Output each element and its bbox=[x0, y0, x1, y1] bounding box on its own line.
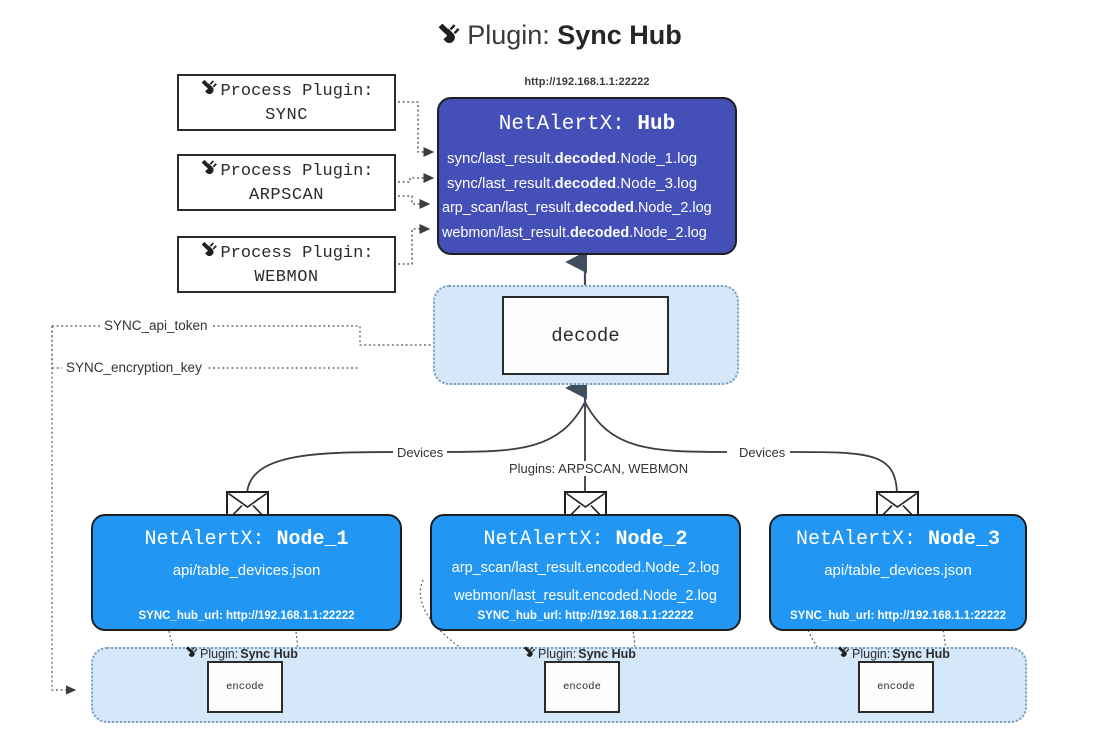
title-name: Sync Hub bbox=[557, 20, 682, 50]
process-plugin-webmon[interactable]: Process Plugin: WEBMON bbox=[177, 236, 396, 293]
process-plugin-label: Process Plugin: bbox=[220, 243, 374, 263]
encode-box-2[interactable]: encode bbox=[544, 661, 620, 713]
node-2[interactable]: NetAlertX: Node_2 arp_scan/last_result.e… bbox=[430, 514, 741, 631]
node-name: Node_3 bbox=[928, 528, 1001, 551]
hub-log-list: sync/last_result.decoded.Node_1.log sync… bbox=[439, 146, 735, 246]
node-hub-url: SYNC_hub_url: http://192.168.1.1:22222 bbox=[789, 610, 1007, 622]
plug-icon bbox=[184, 645, 198, 662]
hub-app: NetAlertX: bbox=[498, 113, 625, 136]
node-name: Node_2 bbox=[615, 528, 688, 551]
process-plugin-arpscan[interactable]: Process Plugin: ARPSCAN bbox=[177, 154, 396, 211]
plug-icon bbox=[199, 158, 218, 185]
node-hub-url: SYNC_hub_url: http://192.168.1.1:22222 bbox=[138, 610, 355, 622]
page-title: Plugin: Sync Hub bbox=[0, 18, 1117, 55]
edge-label-devices-left: Devices bbox=[393, 445, 448, 460]
process-plugin-label: Process Plugin: bbox=[220, 81, 374, 101]
label-sync-api-token: SYNC_api_token bbox=[100, 318, 212, 333]
hub-log-row: webmon/last_result.decoded.Node_2.log bbox=[442, 225, 707, 241]
plug-icon bbox=[522, 645, 536, 662]
encode-box-3[interactable]: encode bbox=[858, 661, 934, 713]
node-title: NetAlertX: Node_3 bbox=[771, 528, 1025, 551]
node-app: NetAlertX: bbox=[795, 528, 916, 551]
hub-title: NetAlertX: Hub bbox=[439, 113, 735, 136]
node-app: NetAlertX: bbox=[483, 528, 604, 551]
hub-url: http://192.168.1.1:22222 bbox=[524, 76, 650, 88]
label-sync-encryption-key: SYNC_encryption_key bbox=[62, 360, 206, 375]
plug-icon bbox=[435, 21, 461, 55]
node-3[interactable]: NetAlertX: Node_3 api/table_devices.json… bbox=[769, 514, 1027, 631]
hub-node[interactable]: NetAlertX: Hub sync/last_result.decoded.… bbox=[437, 97, 737, 255]
plugin-name: Sync Hub bbox=[892, 646, 950, 661]
node-payload: arp_scan/last_result.encoded.Node_2.log bbox=[451, 560, 720, 576]
plugin-prefix: Plugin: bbox=[200, 646, 239, 661]
node-title: NetAlertX: Node_2 bbox=[432, 528, 739, 551]
decode-box[interactable]: decode bbox=[502, 296, 669, 375]
plugin-prefix: Plugin: bbox=[538, 646, 577, 661]
hub-name: Hub bbox=[637, 113, 676, 136]
node-1[interactable]: NetAlertX: Node_1 api/table_devices.json… bbox=[91, 514, 402, 631]
plug-icon bbox=[199, 240, 218, 267]
encode-plugin-label-3: Plugin: Sync Hub bbox=[836, 645, 950, 662]
node-name: Node_1 bbox=[276, 528, 349, 551]
edge-label-plugins-center: Plugins: ARPSCAN, WEBMON bbox=[505, 461, 693, 476]
process-plugin-name: ARPSCAN bbox=[249, 186, 324, 205]
hub-log-row: sync/last_result.decoded.Node_3.log bbox=[447, 175, 698, 192]
plugin-name: Sync Hub bbox=[578, 646, 636, 661]
hub-log-row: arp_scan/last_result.decoded.Node_2.log bbox=[442, 200, 712, 216]
plug-icon bbox=[836, 645, 850, 662]
plugin-prefix: Plugin: bbox=[852, 646, 891, 661]
title-prefix: Plugin: bbox=[467, 20, 550, 50]
encode-plugin-label-1: Plugin: Sync Hub bbox=[184, 645, 298, 662]
node-title: NetAlertX: Node_1 bbox=[93, 528, 400, 551]
edge-label-devices-right: Devices bbox=[735, 445, 790, 460]
process-plugin-sync[interactable]: Process Plugin: SYNC bbox=[177, 74, 396, 131]
node-payload: api/table_devices.json bbox=[824, 562, 972, 579]
process-plugin-label: Process Plugin: bbox=[220, 161, 374, 181]
node-payload: webmon/last_result.encoded.Node_2.log bbox=[454, 588, 717, 604]
encode-plugin-label-2: Plugin: Sync Hub bbox=[522, 645, 636, 662]
plug-icon bbox=[199, 78, 218, 105]
hub-log-row: sync/last_result.decoded.Node_1.log bbox=[447, 150, 698, 167]
process-plugin-name: WEBMON bbox=[254, 268, 319, 287]
node-payload: api/table_devices.json bbox=[172, 562, 321, 579]
node-hub-url: SYNC_hub_url: http://192.168.1.1:22222 bbox=[477, 610, 694, 622]
encode-box-1[interactable]: encode bbox=[207, 661, 283, 713]
node-app: NetAlertX: bbox=[144, 528, 265, 551]
process-plugin-name: SYNC bbox=[265, 106, 308, 125]
plugin-name: Sync Hub bbox=[240, 646, 298, 661]
